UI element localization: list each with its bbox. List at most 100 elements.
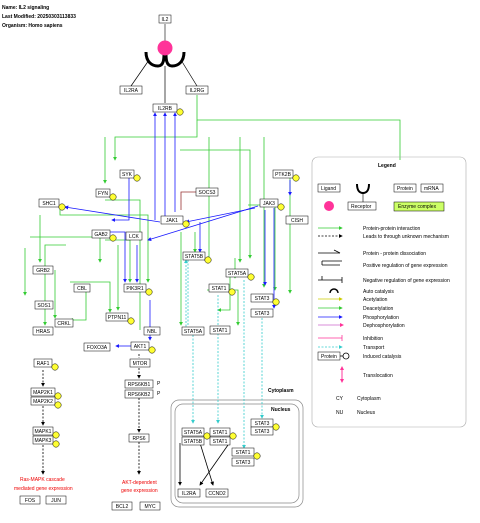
gene-node-ccnd2[interactable]: CCND2	[205, 488, 229, 498]
il2-ligand-receptor	[130, 24, 198, 103]
gene-node-rps6[interactable]: RPS6	[128, 433, 150, 443]
gene-node-fos[interactable]: FOS	[19, 495, 41, 505]
gene-node-jun[interactable]: JUN	[45, 495, 67, 505]
gene-node-label: MYC	[144, 504, 156, 510]
legend-item: Protein-protein interaction	[318, 226, 420, 232]
gene-node-label: STAT1	[213, 439, 228, 445]
legend-item-label: Positive regulation of gene expression	[363, 263, 448, 269]
gene-node-gab2[interactable]: GAB2	[91, 229, 117, 242]
gene-node-ptk2b[interactable]: PTK2B	[272, 169, 300, 182]
gene-node-stat3-n1[interactable]: STAT3	[250, 418, 280, 431]
gene-node-label: STAT3	[255, 296, 270, 302]
gene-node-cbl[interactable]: CBL	[73, 283, 91, 293]
gene-node-lck[interactable]: LCK	[125, 231, 143, 241]
gene-node-rps6kb1[interactable]: RPS6KB1	[124, 379, 154, 389]
gene-node-stat3-n3[interactable]: STAT3	[231, 457, 255, 467]
gene-node-label: STAT1	[213, 430, 228, 436]
gene-node-stat5a-a[interactable]: STAT5A	[225, 268, 255, 281]
legend-ligand-icon	[324, 201, 334, 211]
gene-node-sos1[interactable]: SOS1	[34, 300, 54, 310]
legend-item-label: Inhibition	[363, 336, 383, 342]
gene-node-stat5a-b[interactable]: STAT5A	[181, 326, 205, 336]
gene-node-stat5b-a[interactable]: STAT5B	[182, 251, 212, 264]
gene-node-label: STAT1	[213, 328, 228, 334]
akt-note-line2: gene expression	[121, 488, 158, 494]
legend-item: Dephosphorylation	[318, 323, 405, 329]
legend-mrna-label: mRNA	[424, 186, 439, 192]
gene-node-mapk1[interactable]: MAPK1	[32, 426, 60, 439]
gene-node-stat1-a[interactable]: STAT1	[208, 283, 236, 296]
gene-node-label: FOXO3A	[87, 345, 108, 351]
gene-node-il2rb[interactable]: IL2RB	[152, 103, 184, 116]
gene-node-pik3r1[interactable]: PIK3R1	[123, 283, 153, 296]
legend-item: Transport	[318, 345, 385, 351]
legend-item: Inhibition	[318, 335, 383, 342]
gene-node-myc[interactable]: MYC	[139, 501, 161, 511]
gene-node-label: RPS6	[132, 436, 145, 442]
gene-node-crkl[interactable]: CRKL	[54, 318, 74, 328]
gene-node-stat3-a[interactable]: STAT3	[250, 293, 280, 306]
gene-node-label: IL2RA	[124, 88, 139, 94]
gene-node-mtor[interactable]: MTOR	[129, 358, 151, 368]
phosphorylation-site-icon	[229, 432, 237, 440]
phosphorylation-site-icon	[204, 256, 212, 264]
legend-receptor-icon	[356, 183, 370, 195]
gene-node-grb2[interactable]: GRB2	[32, 265, 54, 275]
gene-node-label: IL2RG	[190, 88, 205, 94]
gene-node-cish[interactable]: CISH	[285, 215, 309, 225]
legend-item-label: Deacetylation	[363, 306, 394, 312]
gene-node-label: IL2RB	[158, 106, 173, 112]
gene-node-raf1[interactable]: RAF1	[33, 358, 59, 371]
gene-node-stat1-b[interactable]: STAT1	[209, 325, 231, 335]
gene-node-label: PTK2B	[275, 172, 292, 178]
gene-node-label: STAT5A	[184, 329, 203, 335]
gene-node-rps6kb2[interactable]: RPS6KB2	[124, 389, 154, 399]
gene-node-foxo3a[interactable]: FOXO3A	[83, 342, 111, 352]
gene-node-label: STAT1	[212, 286, 227, 292]
legend-item: Protein - protein dissociation	[318, 249, 426, 257]
gene-node-il2ra[interactable]: IL2RA	[119, 85, 143, 95]
gene-node-bcl2[interactable]: BCL2	[111, 501, 133, 511]
nucleus-compartment	[174, 403, 300, 504]
legend-item-label: Protein - protein dissociation	[363, 251, 426, 257]
phosphorylation-site-icon	[109, 193, 117, 201]
legend-ligand-box	[317, 183, 341, 193]
legend-item-label: Phosphorylation	[363, 315, 399, 321]
gene-node-jak3[interactable]: JAK3	[259, 198, 285, 211]
gene-node-mapk3[interactable]: MAPK3	[32, 435, 60, 448]
gene-node-il2[interactable]: IL2	[158, 14, 172, 24]
phosphorylation-site-icon	[182, 220, 190, 228]
gene-node-akt1[interactable]: AKT1	[130, 341, 156, 354]
legend-nu-abbrev: NU	[336, 410, 344, 416]
gene-node-label: STAT5A	[184, 430, 203, 436]
gene-node-label: SOCS3	[199, 190, 216, 196]
gene-node-stat5b-n[interactable]: STAT5B	[181, 436, 205, 446]
gene-node-nbl[interactable]: NBL	[143, 326, 161, 336]
legend-item-label: Induced catalysis	[363, 354, 402, 360]
gene-node-stat3-b[interactable]: STAT3	[250, 308, 274, 318]
cytoplasm-label: Cytoplasm	[268, 388, 294, 394]
gene-node-syk[interactable]: SYK	[119, 169, 141, 182]
gene-node-stat1-n1[interactable]: STAT1	[209, 427, 237, 440]
gene-node-ptpn11[interactable]: PTPN11	[105, 312, 135, 325]
gene-node-stat5a-n[interactable]: STAT5A	[181, 427, 211, 440]
gene-node-jak1[interactable]: JAK1	[160, 215, 190, 228]
gene-node-stat1-n3[interactable]: STAT1	[231, 447, 261, 460]
gene-node-label: RPS6KB2	[128, 392, 151, 398]
gene-node-label: HRAS	[36, 329, 51, 335]
gene-node-shc1[interactable]: SHC1	[38, 198, 66, 211]
legend-mrna-box	[420, 183, 444, 193]
gene-node-map2k1[interactable]: MAP2K1	[30, 387, 62, 400]
gene-node-socs3[interactable]: SOCS3	[195, 187, 219, 197]
phosphorylation-site-icon	[133, 174, 141, 182]
gene-node-il2rg[interactable]: IL2RG	[185, 85, 209, 95]
legend-item: Translocation	[340, 366, 393, 383]
gene-node-stat3-n2[interactable]: STAT3	[250, 426, 274, 436]
gene-node-stat1-n2[interactable]: STAT1	[209, 436, 231, 446]
phospho-label-1: P	[157, 381, 161, 387]
gene-node-il2ra-n[interactable]: IL2RA	[177, 488, 201, 498]
gene-node-map2k2[interactable]: MAP2K2	[30, 396, 62, 409]
gene-node-hras[interactable]: HRAS	[32, 326, 54, 336]
gene-node-fyn[interactable]: FYN	[95, 188, 117, 201]
